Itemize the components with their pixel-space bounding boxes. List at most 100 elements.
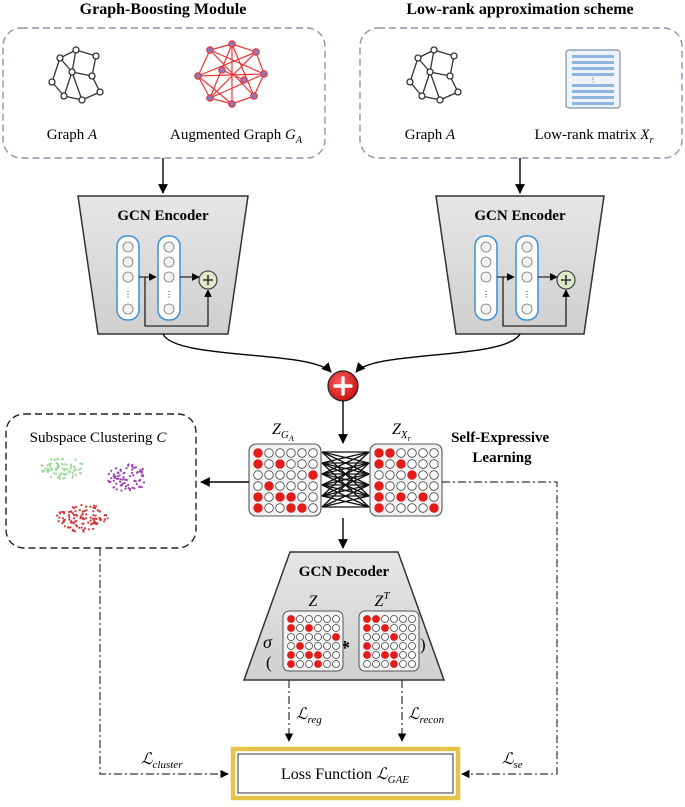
graph-boosting-module bbox=[2, 27, 326, 159]
matrix-cell bbox=[308, 492, 318, 502]
matrix-cell bbox=[323, 624, 331, 632]
matrix-cell bbox=[253, 481, 263, 491]
scatter-point bbox=[82, 516, 85, 519]
scatter-point bbox=[58, 516, 61, 519]
scatter-point bbox=[82, 528, 85, 532]
subspace-clustering-panel bbox=[5, 413, 197, 549]
scatter-point bbox=[73, 517, 76, 520]
matrix-cell bbox=[297, 481, 307, 491]
open-paren: ( bbox=[266, 653, 272, 672]
scatter-point bbox=[106, 517, 109, 520]
scatter-point bbox=[63, 467, 66, 470]
augmented-graph-icon bbox=[194, 40, 268, 108]
scatter-point bbox=[142, 481, 146, 484]
scatter-point bbox=[83, 510, 86, 513]
scatter-point bbox=[70, 465, 73, 468]
scatter-point bbox=[98, 510, 101, 513]
scatter-point bbox=[113, 486, 116, 489]
matrix-cell bbox=[385, 481, 395, 491]
scatter-point bbox=[138, 485, 141, 488]
scatter-point bbox=[87, 521, 90, 524]
scatter-point bbox=[81, 512, 84, 516]
matrix-cell bbox=[286, 503, 296, 513]
scatter-point bbox=[125, 485, 128, 488]
scatter-point bbox=[68, 526, 71, 529]
scatter-point bbox=[79, 471, 82, 474]
matrix-cell bbox=[296, 651, 304, 659]
matrix-cell bbox=[396, 503, 406, 513]
matrix-cell bbox=[275, 481, 285, 491]
graph-a-label-right: Graph A bbox=[405, 127, 456, 143]
matrix-cell bbox=[399, 660, 407, 668]
scatter-point bbox=[80, 503, 83, 507]
scatter-point bbox=[81, 510, 84, 513]
matrix-cell bbox=[323, 651, 331, 659]
matrix-cell bbox=[418, 481, 428, 491]
matrix-cell bbox=[308, 470, 318, 480]
scatter-point bbox=[73, 506, 76, 510]
matrix-cell bbox=[396, 448, 406, 458]
z-ga-label: ZGA bbox=[272, 421, 294, 443]
matrix-cell bbox=[372, 651, 380, 659]
scatter-point bbox=[66, 526, 70, 529]
scatter-point bbox=[127, 483, 130, 486]
matrix-cell bbox=[264, 481, 274, 491]
scatter-point bbox=[65, 463, 68, 466]
matrix-cell bbox=[374, 448, 384, 458]
matrix-cell bbox=[314, 660, 322, 668]
scatter-point bbox=[92, 514, 95, 517]
scatter-point bbox=[133, 466, 136, 469]
matrix-cell bbox=[305, 633, 313, 641]
se-loss-connector bbox=[442, 481, 558, 779]
loss-function-box bbox=[230, 746, 461, 801]
scatter-point bbox=[55, 472, 58, 475]
scatter-point bbox=[103, 518, 106, 521]
scatter-point bbox=[71, 476, 74, 479]
connection-line bbox=[321, 484, 370, 508]
scatter-point bbox=[67, 514, 70, 517]
matrix-cell bbox=[253, 459, 263, 469]
matrix-cell bbox=[264, 503, 274, 513]
scatter-point bbox=[121, 483, 124, 487]
decoder-zt-label: ZT bbox=[374, 590, 390, 610]
matrix-cell bbox=[390, 642, 398, 650]
reg-loss-label: ℒreg bbox=[296, 706, 322, 726]
graph-a-label: Graph A bbox=[47, 127, 98, 143]
scatter-point bbox=[84, 517, 88, 520]
matrix-cell bbox=[429, 448, 439, 458]
scatter-point bbox=[62, 520, 65, 523]
self-expressive-label: Self-Expressive Learning bbox=[451, 430, 553, 466]
scatter-point bbox=[122, 476, 125, 479]
scatter-point bbox=[71, 474, 75, 477]
plus-circle-icon bbox=[327, 370, 359, 402]
matrix-cell bbox=[297, 470, 307, 480]
matrix-cell bbox=[305, 642, 313, 650]
scatter-point bbox=[74, 467, 77, 470]
matrix-cell bbox=[408, 651, 416, 659]
matrix-cell bbox=[381, 660, 389, 668]
sigma-symbol: σ bbox=[263, 632, 273, 652]
scatter-point bbox=[60, 458, 63, 461]
scatter-point bbox=[105, 514, 108, 517]
matrix-cell bbox=[296, 615, 304, 623]
encoder-left-title: GCN Encoder bbox=[117, 208, 209, 224]
matrix-cell bbox=[407, 448, 417, 458]
scatter-point bbox=[124, 478, 127, 481]
scatter-point bbox=[142, 474, 145, 477]
matrix-cell bbox=[399, 651, 407, 659]
gcn-decoder: GCN Decoder Z ZT σ ( ) * bbox=[242, 551, 446, 681]
scatter-point bbox=[89, 505, 92, 508]
scatter-point bbox=[73, 469, 76, 472]
scatter-point bbox=[56, 514, 59, 517]
scatter-point bbox=[92, 510, 95, 513]
scatter-point bbox=[57, 466, 60, 469]
recon-loss-label: ℒrecon bbox=[408, 706, 445, 726]
scatter-point bbox=[81, 462, 84, 466]
scatter-point bbox=[73, 530, 76, 533]
matrix-cell bbox=[429, 492, 439, 502]
scatter-point bbox=[74, 473, 77, 476]
scatter-point bbox=[62, 472, 65, 475]
gcn-encoder-right: GCN Encoder ⋮ ⋮ bbox=[435, 195, 605, 335]
scatter-point bbox=[56, 476, 59, 479]
scatter-point bbox=[71, 521, 74, 524]
